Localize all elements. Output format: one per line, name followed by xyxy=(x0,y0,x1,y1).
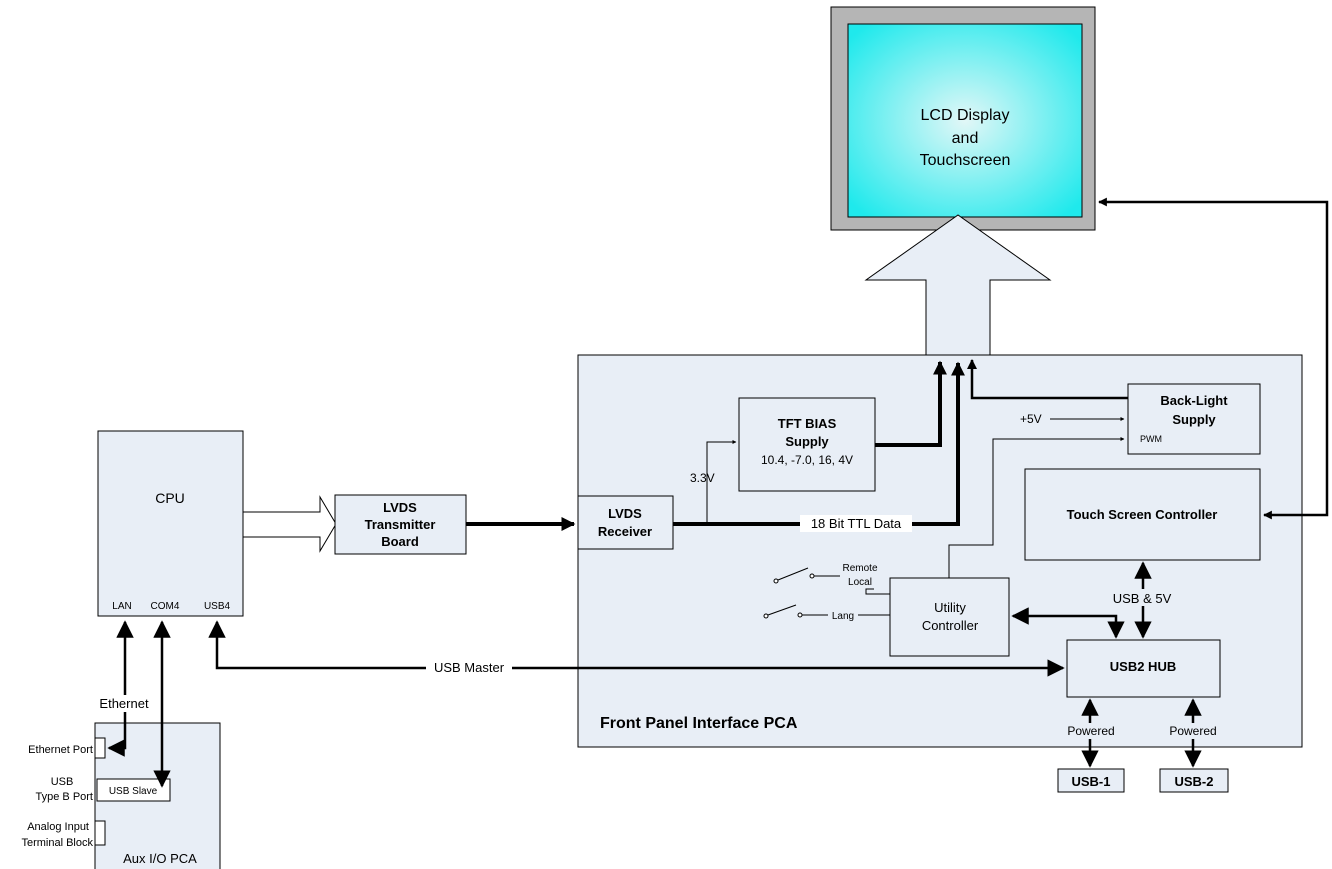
usb2-port xyxy=(1159,768,1229,793)
bias-to-lcd-line xyxy=(875,360,947,447)
analog-label-1: Analog Input xyxy=(27,821,89,833)
cpu-label: CPU xyxy=(155,490,185,506)
usb5v-label: USB & 5V xyxy=(1113,591,1172,606)
utility-label-1: Utility xyxy=(934,600,966,615)
remote-label: Remote xyxy=(842,563,877,574)
lvds-tx-label-3: Board xyxy=(381,534,419,549)
aux-label: Aux I/O PCA xyxy=(123,851,197,866)
v33-line xyxy=(706,440,737,524)
lcd-label-2: and xyxy=(952,130,979,147)
usb-slave-box xyxy=(96,778,171,802)
tft-bias-label-1: TFT BIAS xyxy=(778,416,837,431)
ethernet-line xyxy=(107,620,134,757)
usb-slave-label: USB Slave xyxy=(109,786,158,797)
usb-port-label-1: USB xyxy=(51,776,74,788)
backlight-pwm-label: PWM xyxy=(1140,434,1162,444)
usb5v-label-bg xyxy=(1108,589,1176,606)
lvds-tx-label-1: LVDS xyxy=(383,500,417,515)
ttl-data-line xyxy=(673,361,965,526)
utility-controller xyxy=(889,577,1010,657)
local-label: Local xyxy=(848,577,872,588)
ttl-label: 18 Bit TTL Data xyxy=(811,516,902,531)
lang-switch xyxy=(763,604,890,619)
usb-port-label-2: Type B Port xyxy=(36,791,93,803)
lcd-label-3: Touchscreen xyxy=(920,152,1011,169)
lvds-receiver xyxy=(577,495,674,550)
touch-ctrl-label: Touch Screen Controller xyxy=(1067,507,1218,522)
tft-bias-supply xyxy=(738,397,876,492)
lcd-label-1: LCD Display xyxy=(921,107,1010,124)
analog-terminal-connector xyxy=(94,820,106,846)
lvds-tx-label-2: Transmitter xyxy=(365,517,436,532)
cpu-to-lvds-arrow xyxy=(242,495,337,553)
ethernet-label-bg xyxy=(94,695,154,712)
utility-hub-line xyxy=(1011,607,1125,639)
usb-master-line xyxy=(208,620,1065,677)
lang-label: Lang xyxy=(832,611,854,622)
tft-bias-label-3: 10.4, -7.0, 16, 4V xyxy=(761,453,853,467)
v33-label: 3.3V xyxy=(690,471,715,485)
usb-hub-label: USB2 HUB xyxy=(1110,659,1176,674)
powered2-bg xyxy=(1162,723,1224,739)
lvds-rx-label-1: LVDS xyxy=(608,506,642,521)
fpi-label: Front Panel Interface PCA xyxy=(600,715,798,732)
v5-label: +5V xyxy=(1020,412,1042,426)
ethernet-label: Ethernet xyxy=(99,696,149,711)
ethernet-port-connector xyxy=(94,737,106,759)
lvds-transmitter-board xyxy=(334,494,467,555)
powered2-label: Powered xyxy=(1169,724,1216,738)
utility-label-2: Controller xyxy=(922,618,979,633)
remote-local-switch xyxy=(773,567,890,595)
backlight-label-1: Back-Light xyxy=(1160,393,1228,408)
ttl-label-bg xyxy=(800,515,912,532)
touch-to-lcd-line xyxy=(1098,197,1329,520)
display-bus-arrow xyxy=(864,214,1052,356)
usb1-label: USB-1 xyxy=(1071,774,1110,789)
analog-label-2: Terminal Block xyxy=(21,837,93,849)
powered1-label: Powered xyxy=(1067,724,1114,738)
usb-master-label-bg xyxy=(426,660,512,676)
cpu-block xyxy=(97,430,244,617)
backlight-label-2: Supply xyxy=(1172,412,1216,427)
cpu-port-lan: LAN xyxy=(112,601,131,612)
lcd-display xyxy=(847,23,1083,218)
usb1-port xyxy=(1057,768,1125,793)
usb-master-label: USB Master xyxy=(434,660,505,675)
ethernet-port-label: Ethernet Port xyxy=(28,744,93,756)
cpu-port-com4: COM4 xyxy=(151,601,180,612)
lvds-rx-label-2: Receiver xyxy=(598,524,652,539)
pwm-line xyxy=(948,437,1125,578)
tft-bias-label-2: Supply xyxy=(785,434,829,449)
usb2-hub xyxy=(1066,639,1221,698)
powered1-bg xyxy=(1060,723,1122,739)
cpu-port-usb4: USB4 xyxy=(204,601,231,612)
backlight-to-lcd-line xyxy=(967,359,1128,400)
usb2-label: USB-2 xyxy=(1174,774,1213,789)
